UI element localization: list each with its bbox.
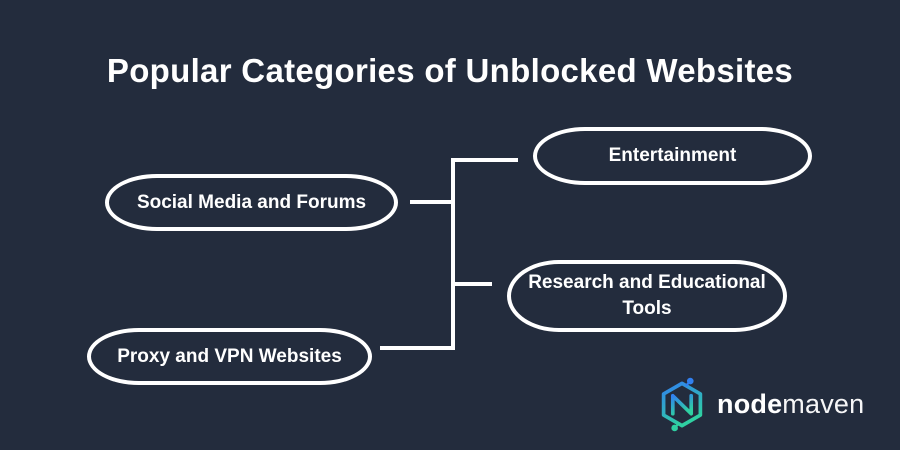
nodemaven-wordmark: nodemaven xyxy=(717,389,864,420)
node-proxy-vpn: Proxy and VPN Websites xyxy=(87,328,372,385)
node-entertainment-label: Entertainment xyxy=(608,145,737,167)
node-entertainment: Entertainment xyxy=(533,127,812,185)
node-research-tools-label: Research and Educational Tools xyxy=(528,272,766,319)
nodemaven-logo: nodemaven xyxy=(656,376,864,433)
node-research-tools: Research and Educational Tools xyxy=(507,260,787,332)
node-social-media-label: Social Media and Forums xyxy=(136,191,367,213)
node-proxy-vpn-label: Proxy and VPN Websites xyxy=(117,345,342,367)
node-social-media: Social Media and Forums xyxy=(105,174,398,231)
nodemaven-icon xyxy=(661,377,703,432)
logo-text-node: node xyxy=(717,389,783,419)
page-title: Popular Categories of Unblocked Websites xyxy=(106,52,794,89)
logo-text-maven: maven xyxy=(782,389,865,419)
